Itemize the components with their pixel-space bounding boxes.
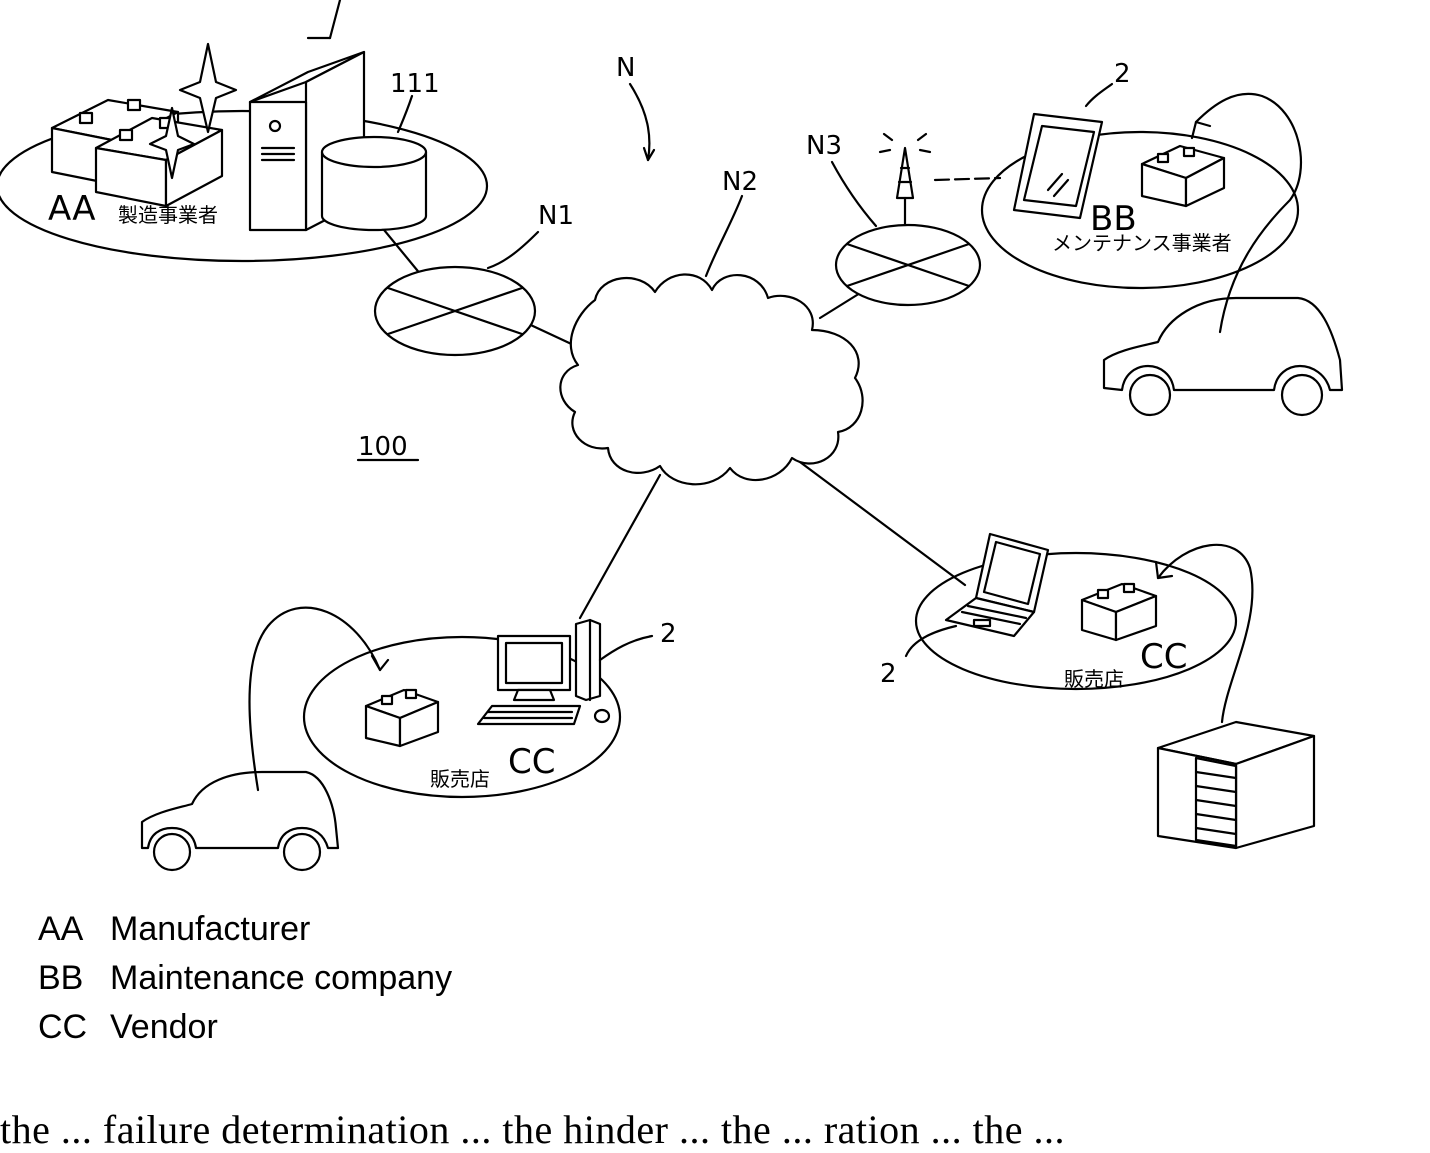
battery-icon	[1142, 146, 1224, 206]
vendor-right-name: 販売店	[1064, 667, 1124, 691]
legend: AAManufacturer BBMaintenance company CCV…	[38, 905, 452, 1052]
vendor-left-code: CC	[508, 742, 555, 782]
legend-row: BBMaintenance company	[38, 954, 452, 1003]
label-system: 100	[358, 432, 408, 462]
caption-fragment: the ... failure determination ... the hi…	[0, 1106, 1065, 1153]
vendor-left-name: 販売店	[430, 767, 490, 791]
label-database: 111	[390, 69, 440, 99]
label-n2: N2	[722, 167, 758, 197]
legend-row: AAManufacturer	[38, 905, 452, 954]
desktop-computer-icon	[478, 620, 652, 724]
label-terminal-top: 2	[1114, 59, 1131, 89]
battery-icon-vendor-right	[1082, 584, 1156, 640]
legend-row: CCVendor	[38, 1003, 452, 1052]
manufacturer-code: AA	[48, 189, 95, 229]
legend-code: BB	[38, 954, 110, 1003]
antenna-tower-icon	[880, 134, 930, 225]
vendor-left-site: CC 販売店	[304, 620, 652, 797]
vendor-right-code: CC	[1140, 637, 1187, 677]
label-n3: N3	[806, 131, 842, 161]
legend-code: AA	[38, 905, 110, 954]
vendor-right-site: CC 販売店	[906, 534, 1236, 691]
storage-cabinet-icon	[1156, 545, 1314, 848]
n3-network-node	[836, 225, 980, 305]
n1-network-node	[375, 267, 535, 355]
maintenance-site: BB メンテナンス事業者	[982, 84, 1298, 288]
legend-label: Manufacturer	[110, 910, 310, 948]
label-terminal-right: 2	[880, 659, 897, 689]
legend-label: Vendor	[110, 1008, 218, 1046]
car-icon-bottom-left	[142, 608, 388, 870]
legend-label: Maintenance company	[110, 959, 452, 997]
tablet-icon	[1014, 84, 1112, 218]
manufacturer-name: 製造事業者	[118, 203, 218, 227]
manufacturer-site: AA 製造事業者	[0, 0, 487, 261]
n2-cloud	[560, 274, 862, 484]
maintenance-name: メンテナンス事業者	[1052, 231, 1232, 255]
label-n1: N1	[538, 201, 574, 231]
label-terminal-left: 2	[660, 619, 677, 649]
label-network: N	[616, 53, 635, 83]
legend-code: CC	[38, 1003, 110, 1052]
battery-icon-vendor-left	[366, 690, 438, 746]
